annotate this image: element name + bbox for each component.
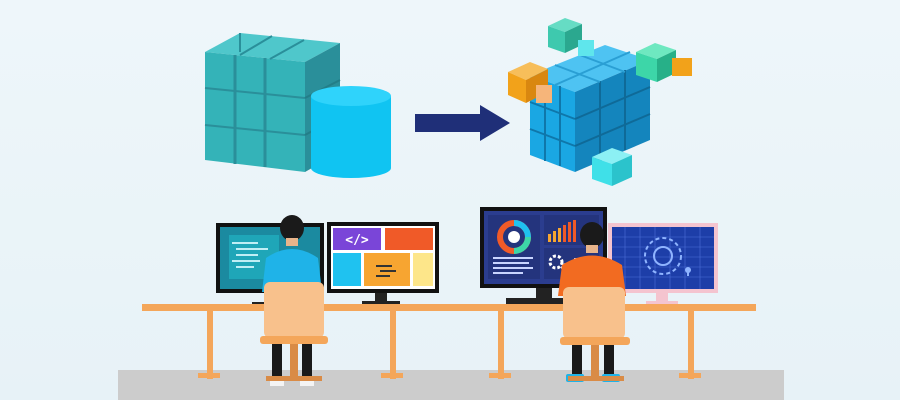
- person-right: [558, 222, 626, 382]
- code-brackets-icon: [333, 228, 381, 250]
- arrow-right-icon: [415, 105, 510, 141]
- cube-peach-small: [536, 85, 552, 103]
- cube-green: [636, 43, 676, 82]
- code-tile-text: </>: [345, 233, 369, 248]
- monitor-blueprint: [608, 223, 718, 305]
- chair-right: [560, 287, 630, 381]
- cube-cyan-small: [578, 40, 594, 56]
- monitor-ui-tiles: </>: [327, 222, 439, 306]
- person-left: [262, 215, 322, 386]
- chair-left: [260, 282, 328, 381]
- data-cube-icon: [508, 18, 692, 186]
- floor: [118, 370, 784, 400]
- cube-cyan-bottom: [592, 148, 632, 186]
- cube-teal-top: [548, 18, 582, 53]
- database-cylinder-icon: [311, 86, 391, 178]
- cube-orange-small: [672, 58, 692, 76]
